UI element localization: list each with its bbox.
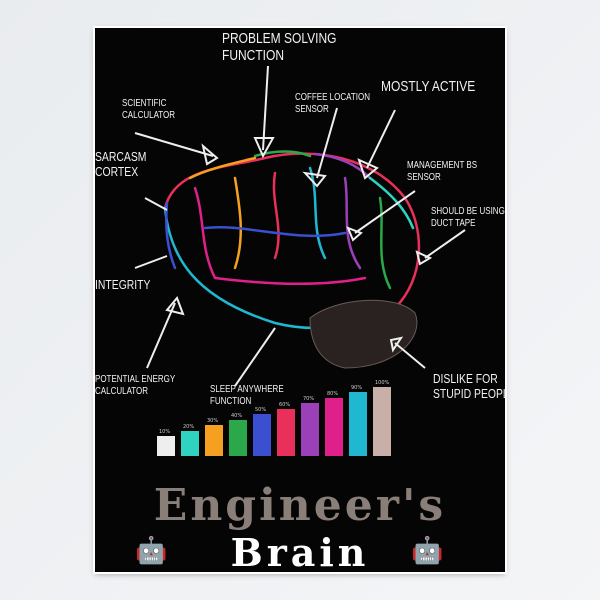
battery-percent-label: 100% xyxy=(375,379,390,386)
title-engineers: Engineer's xyxy=(153,480,447,531)
battery-percent-label: 20% xyxy=(183,423,195,430)
battery-bar xyxy=(157,436,175,456)
label-integrity: INTEGRITY xyxy=(95,277,151,292)
battery-bar xyxy=(373,386,391,456)
battery-percent-label: 50% xyxy=(255,407,267,413)
battery-bar xyxy=(277,408,295,456)
title-brain: Brain xyxy=(230,530,370,572)
battery-percent-label: 60% xyxy=(279,401,291,408)
brain-illustration xyxy=(134,65,466,387)
battery-bar xyxy=(325,397,343,456)
android-robot-icon: 🤖 xyxy=(135,536,168,566)
battery-percent-label: 90% xyxy=(351,385,363,391)
battery-percent-label: 80% xyxy=(327,390,339,397)
label-mostly-active: MOSTLY ACTIVE xyxy=(381,78,476,95)
battery-bar xyxy=(253,414,271,456)
battery-percent-label: 10% xyxy=(159,429,171,435)
battery-percent-label: 40% xyxy=(231,412,243,419)
battery-bar xyxy=(205,425,223,456)
battery-bar xyxy=(301,403,319,456)
battery-bar xyxy=(229,419,247,456)
battery-bar xyxy=(181,430,199,456)
battery-percent-label: 30% xyxy=(207,418,219,424)
android-robot-icon: 🤖 xyxy=(411,536,444,566)
battery-bar xyxy=(349,392,367,456)
battery-percent-label: 70% xyxy=(303,396,315,402)
